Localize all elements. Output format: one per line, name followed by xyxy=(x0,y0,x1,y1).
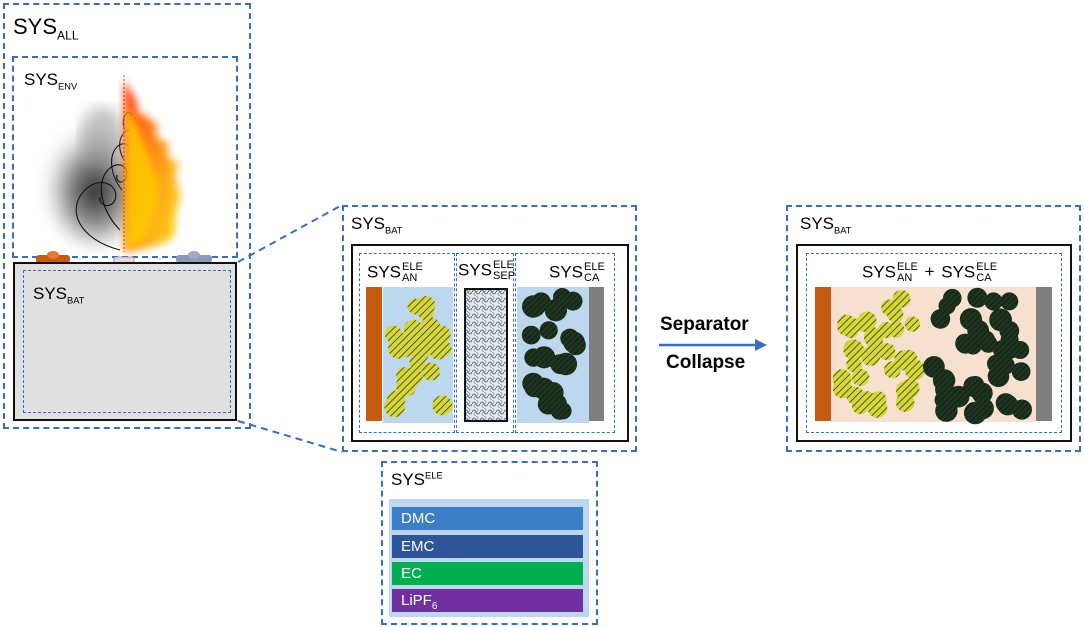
arrow-label-line2: Collapse xyxy=(666,352,746,373)
sys-env-label: SYSENV xyxy=(24,70,78,92)
component-dmc: DMC xyxy=(392,507,583,530)
anode-particle xyxy=(432,395,453,416)
cell-frame-mid xyxy=(351,244,629,442)
anode-particle xyxy=(898,396,915,412)
fire-flame xyxy=(124,80,180,252)
cathode-particle xyxy=(553,288,572,307)
cathode-particle xyxy=(522,295,545,318)
sys-bat-boundary-mid xyxy=(342,205,637,452)
separator-region-boundary xyxy=(456,253,514,433)
anode-particle xyxy=(863,327,884,348)
fire-smoke-illustration xyxy=(45,75,180,252)
cathode-region-boundary xyxy=(515,253,615,433)
anode-particle xyxy=(846,386,865,405)
smoke-cloud xyxy=(45,107,145,247)
cell-frame-right xyxy=(796,244,1072,442)
component-emc: EMC xyxy=(392,535,583,558)
cathode-particle xyxy=(967,287,988,308)
cathode-particle xyxy=(963,401,987,425)
anode-particle xyxy=(387,397,405,414)
cathode-particle xyxy=(1000,292,1019,311)
cathode-particle xyxy=(935,380,954,400)
anode-particle xyxy=(420,317,441,338)
anode-particle xyxy=(421,362,440,381)
cathode-particle xyxy=(966,376,985,394)
anode-particle xyxy=(904,316,920,332)
cathode-particle xyxy=(524,377,544,398)
anode-particle xyxy=(855,315,872,332)
cathode-particle xyxy=(539,321,558,340)
separator-membrane xyxy=(464,288,508,422)
sys-all-label: SYSALL xyxy=(13,14,79,43)
anode-particle xyxy=(407,298,424,315)
anode-region-boundary xyxy=(359,253,455,433)
sys-bat-boundary-right xyxy=(786,205,1081,452)
merged-region-boundary xyxy=(806,253,1062,433)
cathode-particle xyxy=(987,365,1010,388)
cathode-particle xyxy=(976,330,996,349)
component-ec: EC xyxy=(392,562,583,585)
anode-particle xyxy=(894,350,915,371)
anode-particle xyxy=(396,376,417,397)
cathode-particle xyxy=(984,292,1003,311)
anode-current-collector xyxy=(366,287,382,421)
cathode-particle xyxy=(989,308,1012,332)
anode-particle xyxy=(887,321,905,338)
cathode-particle xyxy=(560,328,580,348)
sys-bat-label-mid: SYSBAT xyxy=(351,214,403,236)
cathode-particle xyxy=(992,340,1012,359)
anode-particle xyxy=(860,346,881,366)
component-lipf6: LiPF6 xyxy=(392,589,583,612)
anode-particle xyxy=(892,290,911,308)
anode-particle xyxy=(870,391,887,408)
anode-particle xyxy=(899,378,920,399)
anode-particle xyxy=(843,339,864,361)
cathode-particle xyxy=(943,288,962,308)
cathode-particle xyxy=(533,346,556,369)
cathode-particle xyxy=(542,382,564,404)
cathode-particle xyxy=(550,354,571,375)
anode-particle xyxy=(429,343,447,360)
cathode-current-collector-right xyxy=(1036,287,1052,421)
anode-particle xyxy=(851,368,870,387)
collapse-arrow xyxy=(659,339,767,351)
battery-terminals xyxy=(36,251,212,264)
anode-particle xyxy=(878,343,896,361)
cathode-current-collector xyxy=(589,287,604,421)
cathode-particle xyxy=(1011,362,1031,381)
sys-ele-label: SYSELE xyxy=(391,470,443,489)
arrow-label-line1: Separator xyxy=(660,314,749,335)
anode-particle xyxy=(881,299,898,316)
sys-bat-label-right: SYSBAT xyxy=(800,214,852,236)
sys-all-boundary xyxy=(3,3,251,429)
sys-bat-boundary-left xyxy=(23,270,231,413)
anode-particle xyxy=(846,356,862,373)
battery-cell-body xyxy=(13,262,237,421)
sys-ele-boundary xyxy=(381,461,598,625)
cathode-particle xyxy=(997,394,1019,416)
cathode-particle xyxy=(521,325,541,345)
sys-bat-label-left: SYSBAT xyxy=(33,284,85,306)
anode-particle xyxy=(393,332,413,352)
anode-current-collector-right xyxy=(815,287,831,421)
cathode-particle xyxy=(959,308,983,331)
